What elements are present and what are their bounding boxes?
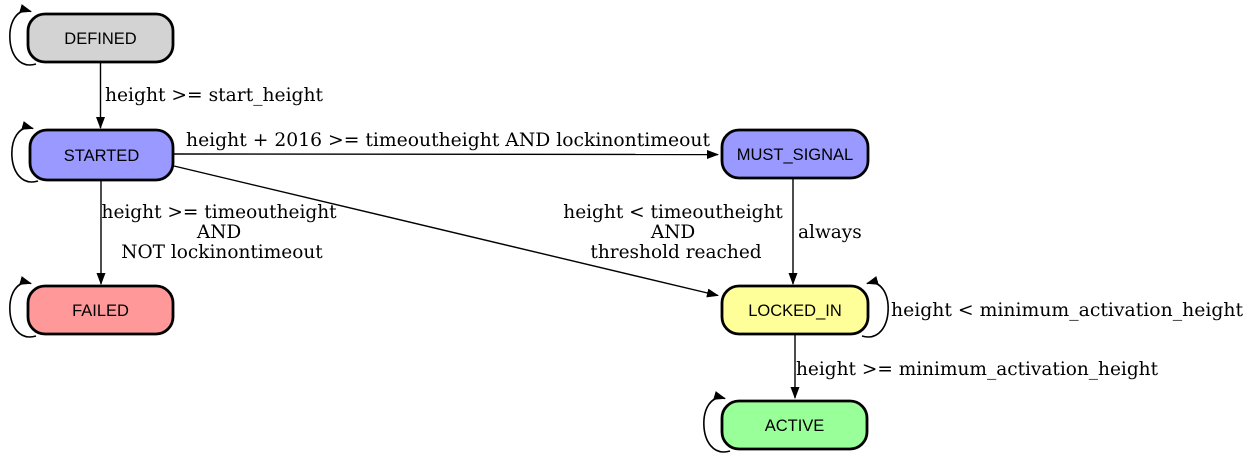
transition-label-line: NOT lockinontimeout bbox=[121, 242, 323, 263]
state-node-active: ACTIVE bbox=[720, 399, 869, 451]
transition-label-locked-in-self: height < minimum_activation_height bbox=[891, 300, 1244, 321]
state-node-must-signal: MUST_SIGNAL bbox=[720, 128, 870, 180]
self-loop-failed bbox=[9, 276, 37, 338]
self-loop-locked-in bbox=[861, 276, 889, 338]
self-loop-started bbox=[11, 121, 39, 183]
transition-label-started-to-failed: height >= timeoutheight AND NOT lockinon… bbox=[102, 202, 343, 263]
transition-label-defined-to-started: height >= start_height bbox=[105, 85, 324, 106]
transition-label-line: height < timeoutheight bbox=[563, 202, 783, 223]
state-box-must-signal bbox=[720, 128, 870, 180]
state-node-started: STARTED bbox=[28, 128, 175, 182]
state-label-started: STARTED bbox=[64, 147, 140, 165]
transition-label-line: AND bbox=[196, 222, 241, 243]
state-label-must-signal: MUST_SIGNAL bbox=[737, 146, 853, 164]
state-node-defined: DEFINED bbox=[26, 12, 175, 64]
transition-label-line: height >= timeoutheight bbox=[102, 202, 338, 223]
state-nodes: DEFINED STARTED MUST_SIGNAL FAILED LOCKE… bbox=[26, 12, 870, 451]
state-box-started bbox=[28, 128, 175, 182]
transition-label-line: threshold reached bbox=[590, 242, 761, 263]
state-box-defined bbox=[26, 12, 175, 64]
transition-labels: height >= start_height height + 2016 >= … bbox=[102, 85, 1244, 380]
transition-label-started-to-locked-in: height < timeoutheight AND threshold rea… bbox=[563, 202, 788, 263]
transition-label-locked-in-to-active: height >= minimum_activation_height bbox=[796, 359, 1159, 380]
transition-label-started-to-must-signal: height + 2016 >= timeoutheight AND locki… bbox=[186, 130, 711, 151]
transition-label-must-signal-to-locked-in: always bbox=[798, 222, 862, 243]
state-node-failed: FAILED bbox=[26, 284, 175, 336]
state-box-locked-in bbox=[720, 284, 870, 336]
state-box-failed bbox=[26, 284, 175, 336]
state-label-failed: FAILED bbox=[72, 302, 129, 320]
state-label-locked-in: LOCKED_IN bbox=[748, 302, 842, 320]
transition-label-line: AND bbox=[650, 222, 695, 243]
state-node-locked-in: LOCKED_IN bbox=[720, 284, 870, 336]
transition-arrow-started-to-must-signal bbox=[173, 149, 719, 159]
state-label-defined: DEFINED bbox=[64, 30, 137, 48]
transition-arrow-started-to-locked-in bbox=[173, 165, 719, 298]
self-loops bbox=[9, 4, 889, 453]
transition-edges bbox=[96, 63, 800, 399]
self-loop-active bbox=[703, 391, 731, 453]
state-label-active: ACTIVE bbox=[765, 417, 825, 435]
self-loop-defined bbox=[9, 4, 37, 66]
state-box-active bbox=[720, 399, 869, 451]
